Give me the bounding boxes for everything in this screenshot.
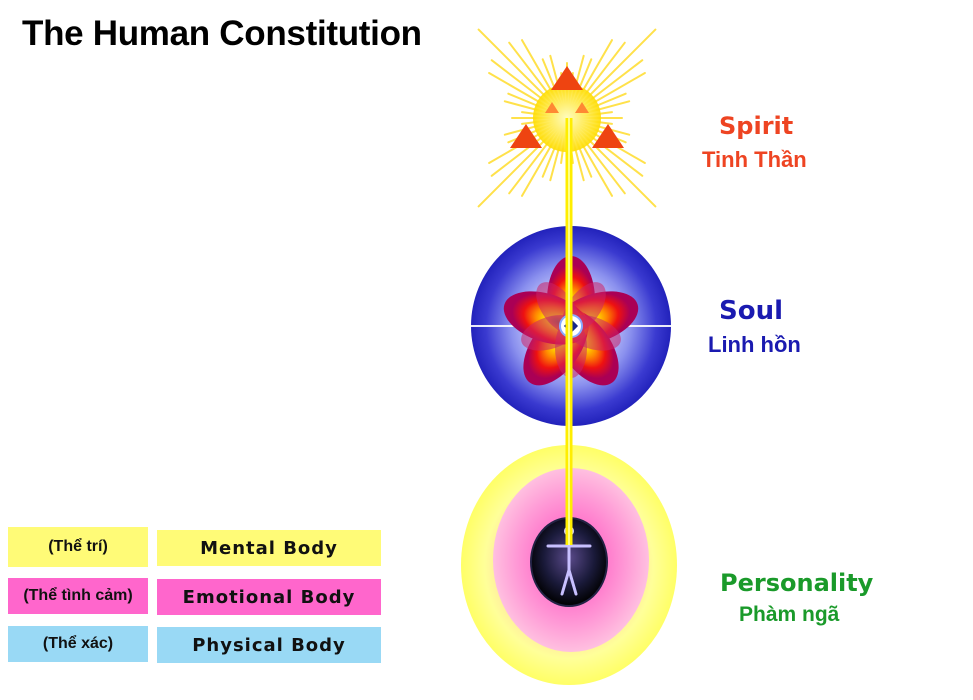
personality-aura [461, 445, 677, 685]
physical-body-translation: (Thể xác) [42, 635, 114, 652]
physical-body-label: Physical Body [192, 634, 346, 656]
spirit-label: Spirit [719, 112, 794, 140]
mental-body-box: Mental Body [157, 530, 381, 566]
spirit-translation: Tinh Thần [702, 147, 807, 172]
soul-label: Soul [719, 296, 784, 326]
emotional-body-label: Emotional Body [182, 586, 356, 608]
physical-body-translation-box: (Thể xác) [8, 626, 148, 662]
emotional-body-box: Emotional Body [157, 579, 381, 615]
emotional-body-translation-box: (Thể tình cảm) [8, 578, 148, 614]
diagram-title: The Human Constitution [22, 14, 422, 53]
spirit-triad-icon [510, 66, 624, 148]
mental-body-translation-box: (Thể trí) [8, 527, 148, 567]
mental-body-label: Mental Body [200, 537, 338, 559]
emotional-body-translation: (Thể tình cảm) [23, 587, 133, 604]
mental-body-translation: (Thể trí) [48, 538, 108, 555]
physical-body-box: Physical Body [157, 627, 381, 663]
personality-label: Personality [720, 569, 874, 597]
personality-translation: Phàm ngã [739, 603, 840, 626]
soul-translation: Linh hồn [708, 332, 801, 357]
